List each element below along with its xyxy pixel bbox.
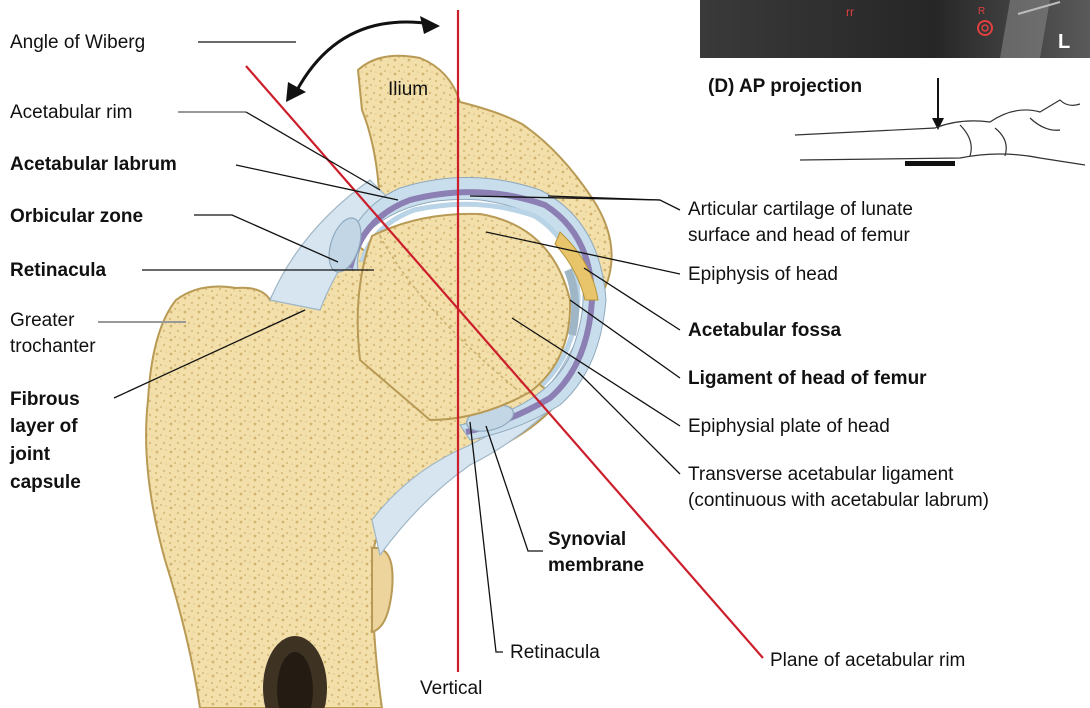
label-vertical: Vertical <box>420 678 482 699</box>
label-transverse-line1: Transverse acetabular ligament <box>688 464 954 485</box>
label-angle-of-wiberg: Angle of Wiberg <box>10 32 145 53</box>
ilium-label: Ilium <box>388 79 428 100</box>
label-synovial-line1: Synovial <box>548 529 626 550</box>
label-retinacula-left: Retinacula <box>10 260 107 281</box>
ap-projection-label: (D) AP projection <box>708 76 862 97</box>
label-epiphysial-plate: Epiphysial plate of head <box>688 416 890 437</box>
label-greater-trochanter-line1: Greater <box>10 310 75 331</box>
label-ligament-of-head: Ligament of head of femur <box>688 368 927 389</box>
label-acetabular-fossa: Acetabular fossa <box>688 320 842 341</box>
label-acetabular-rim: Acetabular rim <box>10 102 133 123</box>
ap-projection-sketch: (D) AP projection <box>708 76 1085 166</box>
label-transverse-line2: (continuous with acetabular labrum) <box>688 490 989 511</box>
label-fibrous-line4: capsule <box>10 472 81 493</box>
label-plane-of-acetabular-rim: Plane of acetabular rim <box>770 650 965 671</box>
label-fibrous-line3: joint <box>9 444 51 465</box>
svg-text:R: R <box>978 6 985 17</box>
label-articular-cartilage-line1: Articular cartilage of lunate <box>688 199 913 220</box>
label-fibrous-line1: Fibrous <box>10 389 80 410</box>
right-labels: Articular cartilage of lunate surface an… <box>688 199 989 511</box>
label-retinacula-bottom: Retinacula <box>510 642 600 663</box>
label-orbicular-zone: Orbicular zone <box>10 206 143 227</box>
label-greater-trochanter-line2: trochanter <box>10 336 96 357</box>
label-synovial-line2: membrane <box>548 555 644 576</box>
label-epiphysis-of-head: Epiphysis of head <box>688 264 838 285</box>
xray-marker-label: L <box>1058 31 1070 53</box>
xray-thumbnail: rr R L <box>700 0 1090 58</box>
bottom-labels: Synovial membrane Retinacula Plane of ac… <box>420 529 965 699</box>
svg-text:rr: rr <box>846 5 854 19</box>
label-articular-cartilage-line2: surface and head of femur <box>688 225 910 246</box>
label-fibrous-line2: layer of <box>10 416 78 437</box>
label-acetabular-labrum: Acetabular labrum <box>10 154 177 175</box>
